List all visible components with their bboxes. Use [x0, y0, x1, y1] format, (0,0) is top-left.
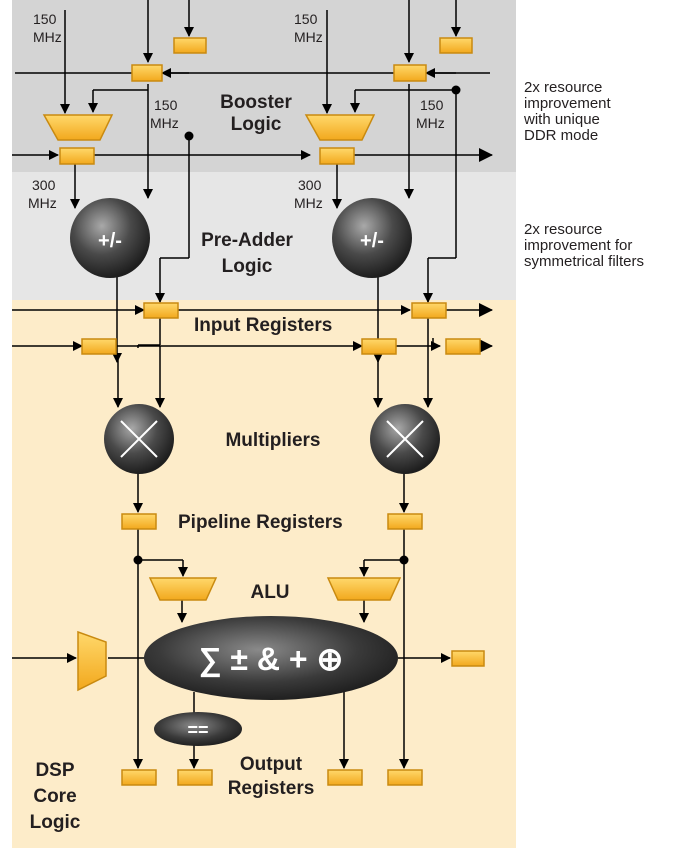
- preadder-symbol-right: +/-: [360, 230, 384, 252]
- preadder-note: 2x resource improvement for symmetrical …: [524, 222, 644, 270]
- note-line: DDR mode: [524, 127, 599, 144]
- core-band: [12, 300, 516, 848]
- booster-title: Booster: [220, 92, 292, 113]
- multipliers-title: Multipliers: [225, 430, 320, 451]
- freq-label: 150: [33, 11, 57, 27]
- register: [387, 513, 423, 530]
- register: [177, 769, 213, 786]
- register: [387, 769, 423, 786]
- side-mux: [77, 630, 107, 692]
- register: [81, 338, 117, 355]
- booster-title: Logic: [231, 114, 282, 135]
- comparator: ==: [154, 712, 242, 746]
- booster-mux-left: [42, 114, 114, 141]
- register: [393, 64, 427, 82]
- register: [327, 769, 363, 786]
- preadder-title: Logic: [222, 256, 273, 277]
- alu-symbol: ∑ ± & + ⊕: [199, 641, 344, 678]
- dsp-core-title: Core: [33, 786, 76, 807]
- register: [121, 513, 157, 530]
- alu: ∑ ± & + ⊕: [144, 616, 398, 700]
- freq-label: 300: [298, 177, 322, 193]
- preadder-title: Pre-Adder: [201, 230, 293, 251]
- preadder-right: +/-: [332, 198, 412, 278]
- freq-label: MHz: [416, 115, 445, 131]
- preadder-symbol-left: +/-: [98, 230, 122, 252]
- freq-label: MHz: [294, 29, 323, 45]
- frequency-labels: 150 MHz 150 MHz 150 MHz 150 MHz 300 MHz …: [28, 11, 445, 211]
- register: [439, 37, 473, 54]
- section-titles: Booster Logic Pre-Adder Logic Input Regi…: [30, 92, 343, 833]
- dsp-core-title: Logic: [30, 812, 81, 833]
- booster-note: 2x resource improvement with unique DDR …: [524, 80, 611, 144]
- output-registers-title: Output: [240, 754, 303, 775]
- register: [361, 338, 397, 355]
- freq-label: 150: [420, 97, 444, 113]
- pipeline-registers-title: Pipeline Registers: [178, 512, 343, 533]
- note-line: improvement for: [524, 237, 633, 254]
- multiplier-right: [370, 404, 440, 474]
- freq-label: MHz: [150, 115, 179, 131]
- comparator-symbol: ==: [187, 720, 208, 740]
- register: [451, 650, 485, 667]
- input-registers-title: Input Registers: [194, 315, 332, 336]
- register: [59, 147, 95, 165]
- register: [131, 64, 163, 82]
- freq-label: MHz: [294, 195, 323, 211]
- muxes: [42, 114, 402, 692]
- freq-label: 150: [294, 11, 318, 27]
- registers: [59, 37, 485, 786]
- freq-label: 150: [154, 97, 178, 113]
- alu-mux-right: [326, 577, 402, 601]
- freq-label: MHz: [28, 195, 57, 211]
- preadder-left: +/-: [70, 198, 150, 278]
- alu-title: ALU: [250, 582, 289, 603]
- note-line: with unique: [524, 111, 600, 128]
- freq-label: MHz: [33, 29, 62, 45]
- register: [121, 769, 157, 786]
- multiplier-left: [104, 404, 174, 474]
- register: [445, 338, 481, 355]
- output-registers-title: Registers: [228, 778, 315, 799]
- note-line: symmetrical filters: [524, 253, 645, 270]
- register: [411, 302, 447, 319]
- junction-dots: [133, 85, 461, 565]
- dsp-core-title: DSP: [35, 760, 74, 781]
- booster-mux-right: [304, 114, 376, 141]
- register: [319, 147, 355, 165]
- note-line: 2x resource: [524, 79, 603, 96]
- note-line: 2x resource: [524, 221, 603, 238]
- booster-band: [12, 0, 516, 172]
- freq-label: 300: [32, 177, 56, 193]
- register: [173, 37, 207, 54]
- note-line: improvement: [524, 95, 611, 112]
- register: [143, 302, 179, 319]
- alu-mux-left: [148, 577, 218, 601]
